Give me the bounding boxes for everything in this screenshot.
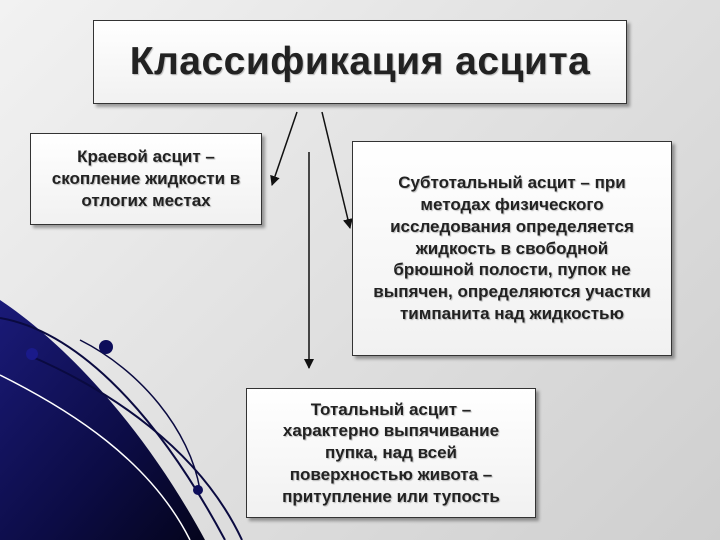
marginal-ascites-box: Краевой асцит – скопление жидкости в отл… bbox=[30, 133, 262, 225]
decor-dot-1 bbox=[99, 340, 113, 354]
slide-title: Классификация асцита bbox=[129, 39, 591, 83]
decor-dot-2 bbox=[26, 348, 38, 360]
decor-dot-3 bbox=[193, 485, 203, 495]
total-ascites-box: Тотальный асцит – характерно выпячивание… bbox=[246, 388, 536, 518]
decor-arc-3 bbox=[0, 374, 191, 540]
decor-arc-2 bbox=[27, 354, 243, 540]
marginal-ascites-text: Краевой асцит – скопление жидкости в отл… bbox=[51, 147, 241, 210]
title-box: Классификация асцита bbox=[93, 20, 627, 104]
subtotal-ascites-text: Субтотальный асцит – при методах физичес… bbox=[373, 173, 651, 323]
total-ascites-text: Тотальный асцит – характерно выпячивание… bbox=[282, 399, 500, 506]
arrow-to-subtotal bbox=[321, 111, 353, 229]
decor-arc-4 bbox=[79, 339, 201, 491]
corner-swoosh bbox=[0, 300, 205, 540]
subtotal-ascites-box: Субтотальный асцит – при методах физичес… bbox=[352, 141, 672, 356]
arrow-to-marginal bbox=[270, 111, 298, 186]
